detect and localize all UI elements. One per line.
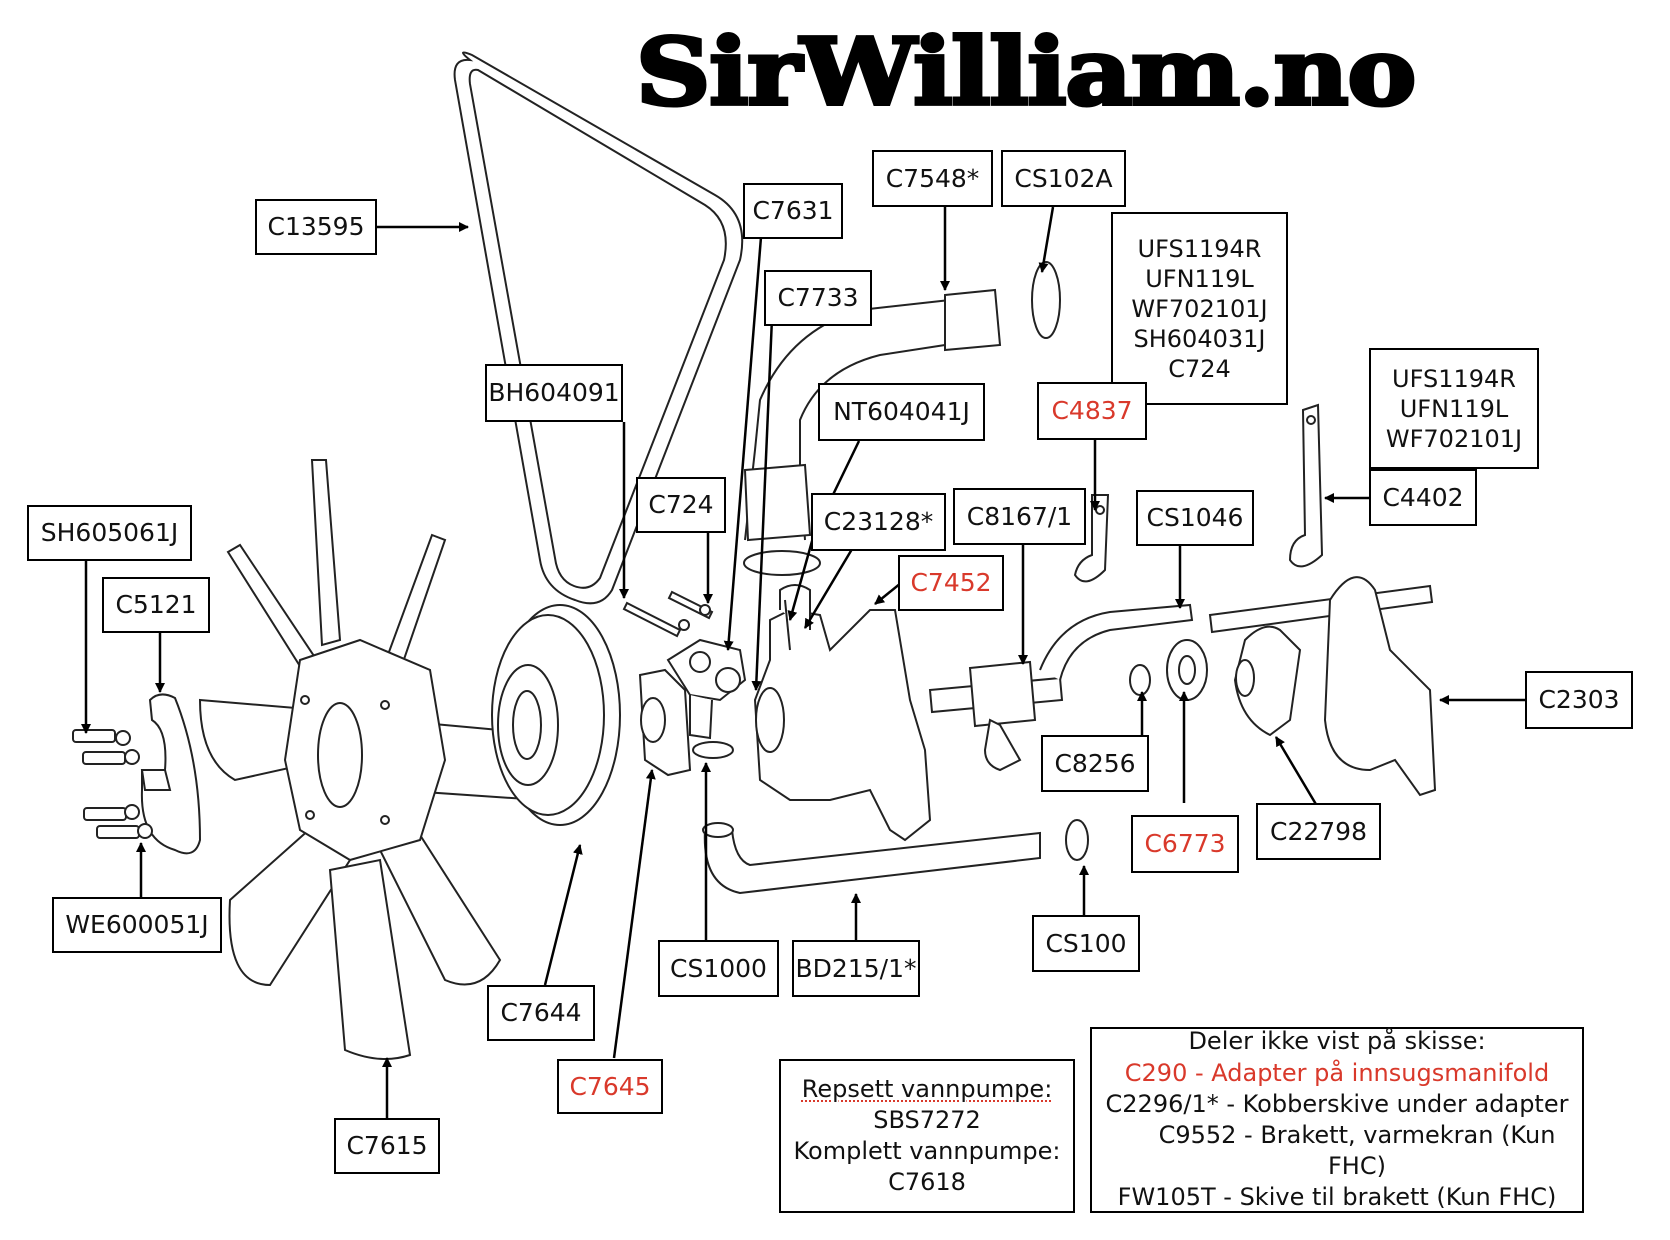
part-label-cs102a[interactable]: CS102A: [1001, 150, 1126, 207]
water-pump-body-drawing: [666, 584, 932, 842]
repair-kit-part[interactable]: SBS7272: [873, 1105, 981, 1134]
pulley-drawing: [491, 604, 621, 826]
hose-drawing: [743, 288, 1002, 542]
part-label-c4837[interactable]: C4837: [1037, 382, 1147, 440]
complete-pump-title: Komplett vannpumpe:: [793, 1137, 1061, 1165]
not-shown-item-c2296[interactable]: C2296/1* - Kobberskive under adapter: [1105, 1089, 1569, 1118]
parts-not-shown-title: Deler ikke vist på skisse:: [1188, 1027, 1486, 1056]
part-label-c724[interactable]: C724: [636, 477, 726, 533]
fastener-2-0[interactable]: UFS1194R: [1392, 364, 1516, 393]
part-label-we600051j[interactable]: WE600051J: [52, 897, 222, 953]
fastener-1-3[interactable]: SH604031J: [1133, 324, 1266, 353]
part-label-c7615[interactable]: C7615: [334, 1118, 440, 1174]
hub-drawing: [638, 668, 692, 777]
parts-not-shown-box: Deler ikke vist på skisse: C290 - Adapte…: [1090, 1027, 1584, 1213]
part-label-c6773[interactable]: C6773: [1131, 815, 1239, 873]
part-label-c8256[interactable]: C8256: [1041, 735, 1149, 792]
not-shown-item-fw105t[interactable]: FW105T - Skive til brakett (Kun FHC): [1117, 1183, 1557, 1212]
fastener-2-2[interactable]: WF702101J: [1385, 424, 1523, 453]
part-label-c7644[interactable]: C7644: [487, 985, 595, 1041]
complete-pump-part[interactable]: C7618: [888, 1168, 966, 1197]
part-label-nt604041j[interactable]: NT604041J: [818, 383, 985, 441]
part-label-c7645[interactable]: C7645: [557, 1059, 663, 1114]
part-label-c13595[interactable]: C13595: [255, 199, 377, 255]
fastener-1-0[interactable]: UFS1194R: [1137, 234, 1262, 263]
part-label-cs100[interactable]: CS100: [1032, 915, 1140, 972]
brand-logo: SirWilliam.no: [634, 18, 1419, 126]
part-label-c23128[interactable]: C23128*: [811, 493, 946, 551]
fastener-group-2: UFS1194R UFN119L WF702101J: [1369, 348, 1539, 469]
part-label-c2303[interactable]: C2303: [1525, 671, 1633, 729]
fastener-1-1[interactable]: UFN119L: [1145, 264, 1254, 293]
spindle-drawing: [928, 584, 1434, 772]
not-shown-item-c290[interactable]: C290 - Adapter på innsugsmanifold: [1124, 1058, 1550, 1087]
part-label-bd215-1[interactable]: BD215/1*: [792, 940, 920, 997]
part-label-bh604091[interactable]: BH604091: [485, 364, 623, 422]
bolts-top-drawing: [622, 590, 791, 651]
fastener-1-2[interactable]: WF702101J: [1131, 294, 1268, 323]
bypass-hose-drawing: [702, 822, 1041, 895]
repair-kit-title: Repsett vannpumpe:: [801, 1074, 1053, 1103]
bolt-and-plate-drawing: [72, 693, 202, 855]
part-label-c7452[interactable]: C7452: [898, 555, 1004, 611]
part-label-cs1000[interactable]: CS1000: [658, 940, 779, 997]
fastener-2-1[interactable]: UFN119L: [1399, 394, 1509, 423]
part-label-c5121[interactable]: C5121: [102, 577, 210, 633]
impeller-and-gasket-drawing: [1233, 576, 1437, 797]
leader-lines: [81, 206, 1525, 1118]
hose-clips-drawing: [692, 261, 1089, 861]
fastener-group-1: UFS1194R UFN119L WF702101J SH604031J C72…: [1111, 212, 1288, 405]
part-label-cs1046[interactable]: CS1046: [1136, 490, 1254, 546]
part-label-c7548[interactable]: C7548*: [872, 150, 993, 207]
fan-belt-drawing: [453, 51, 744, 605]
part-label-sh605061j[interactable]: SH605061J: [27, 505, 192, 561]
not-shown-item-c9552[interactable]: C9552 - Brakett, varmekran (Kun FHC): [1158, 1121, 1556, 1181]
part-label-c4402[interactable]: C4402: [1369, 469, 1477, 526]
bracket-drawing: [1073, 403, 1324, 583]
part-label-c7733[interactable]: C7733: [764, 270, 872, 326]
fastener-1-4[interactable]: C724: [1168, 354, 1231, 383]
repair-kit-box: Repsett vannpumpe: SBS7272 Komplett vann…: [779, 1059, 1075, 1213]
part-label-c22798[interactable]: C22798: [1256, 803, 1381, 860]
part-label-c8167-1[interactable]: C8167/1: [953, 488, 1086, 545]
part-label-c7631[interactable]: C7631: [743, 183, 843, 239]
